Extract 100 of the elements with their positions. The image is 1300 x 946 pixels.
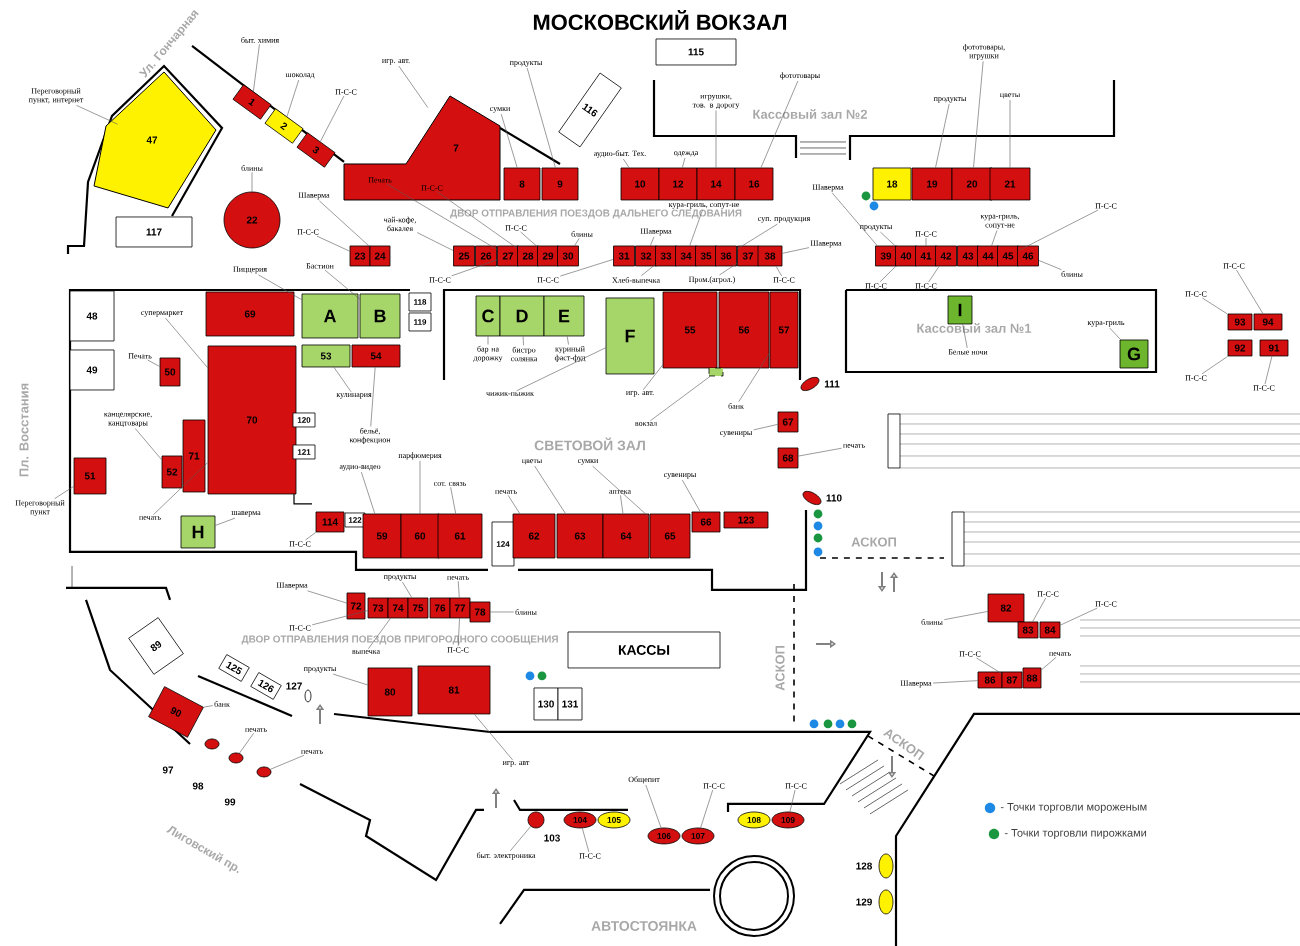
leader-line	[1038, 260, 1062, 270]
leader-line	[620, 494, 624, 514]
leader-line	[566, 336, 569, 345]
leader-line	[682, 479, 701, 512]
leader-line	[962, 324, 968, 349]
leader-line	[760, 80, 799, 168]
leader-line	[451, 259, 498, 277]
leader-line	[775, 266, 782, 277]
leader-line	[736, 223, 778, 250]
leader-line	[782, 247, 810, 254]
leader-line	[879, 266, 896, 283]
leader-line	[416, 232, 454, 251]
leader-line	[973, 61, 984, 168]
leader-line	[311, 610, 368, 626]
leader-line	[1202, 297, 1228, 315]
leader-line	[333, 367, 352, 393]
leader-line	[398, 65, 429, 108]
leader-line	[332, 673, 368, 686]
leader-line	[526, 67, 556, 168]
leader-line	[715, 110, 717, 168]
leader-line	[932, 680, 978, 684]
leader-line	[925, 237, 927, 246]
leader-line	[689, 209, 703, 246]
leader-line	[682, 157, 686, 168]
leader-line	[361, 471, 376, 514]
leader-line	[319, 200, 370, 247]
leader-line	[307, 590, 347, 604]
leader-line	[623, 158, 630, 168]
leader-line	[559, 259, 614, 277]
leader-line	[450, 487, 456, 514]
leader-line	[1041, 657, 1057, 671]
leader-line	[320, 95, 345, 142]
leader-line	[798, 447, 842, 457]
leader-line	[507, 494, 521, 514]
leader-line	[251, 171, 253, 192]
leader-line	[650, 236, 655, 246]
leader-line	[582, 828, 590, 853]
leader-line	[1009, 99, 1011, 168]
leader-line	[522, 336, 524, 346]
leader-line	[402, 581, 413, 598]
leader-line	[239, 733, 254, 754]
leader-line	[789, 789, 796, 812]
leader-line	[54, 486, 74, 499]
leader-line	[165, 317, 208, 368]
leader-line	[305, 532, 317, 541]
title: МОСКОВСКИЙ ВОКЗАЛ	[533, 9, 787, 30]
leader-line	[1236, 269, 1264, 314]
leader-line	[76, 105, 118, 125]
leader-line	[490, 611, 515, 613]
leader-line	[1060, 607, 1098, 626]
leader-line	[1264, 356, 1273, 385]
stall-box: H	[180, 515, 216, 549]
leader-line	[215, 517, 236, 526]
leader-line	[738, 352, 770, 402]
leader-line	[509, 826, 531, 852]
leader-line	[1109, 327, 1121, 340]
stall-box: G	[1119, 339, 1149, 369]
leader-line	[437, 191, 518, 249]
leader-line	[831, 192, 878, 246]
leader-line	[592, 465, 650, 518]
leader-line	[700, 789, 713, 828]
leader-line	[880, 231, 896, 247]
leader-line	[1032, 597, 1047, 622]
stall-box: F	[605, 297, 655, 375]
leader-line	[258, 274, 302, 300]
leader-line	[286, 79, 300, 117]
leader-line	[516, 347, 606, 392]
leader-line	[253, 44, 260, 92]
leader-line	[153, 462, 208, 515]
leader-line	[976, 657, 1002, 674]
leader-line	[991, 230, 998, 246]
leader-line	[370, 367, 376, 427]
leader-line	[642, 364, 663, 391]
leader-line	[753, 424, 778, 431]
leader-line	[147, 359, 160, 367]
leader-line	[943, 611, 988, 620]
leader-line	[1018, 209, 1099, 251]
stall-box: C	[475, 295, 501, 337]
leader-line	[534, 465, 566, 514]
leader-line	[203, 705, 214, 708]
leader-line	[719, 262, 738, 276]
leader-line	[386, 183, 498, 250]
leader-line	[324, 269, 360, 300]
leader-line	[928, 266, 940, 283]
stall-box: I	[947, 295, 973, 325]
leader-line	[474, 714, 513, 761]
stall-box: B	[359, 293, 401, 339]
leader-line	[574, 237, 580, 246]
stall-box: E	[543, 295, 585, 337]
leader-line	[419, 460, 421, 514]
stall-box: D	[499, 295, 545, 337]
leader-line	[368, 618, 391, 649]
leader-line	[645, 784, 662, 828]
stall-box	[708, 367, 724, 377]
leader-line	[487, 336, 489, 345]
leader-line	[134, 428, 162, 460]
leader-line	[520, 231, 538, 247]
leader-line	[316, 235, 350, 252]
leader-line	[270, 755, 305, 770]
leader-line	[935, 103, 950, 168]
